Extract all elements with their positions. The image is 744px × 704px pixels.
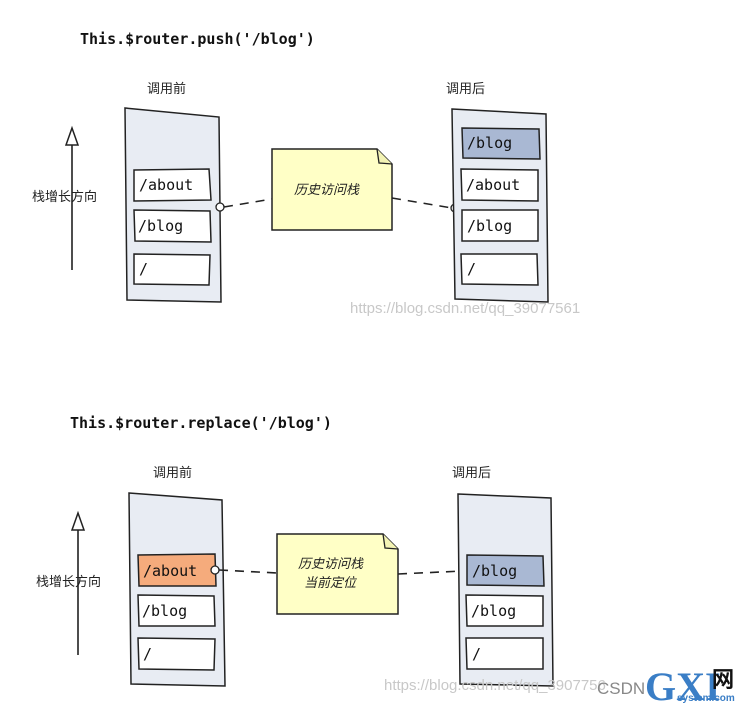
bottom-note-line-1: 历史访问栈 [298, 557, 364, 572]
top-before-slot-3-label: / [139, 260, 148, 278]
top-note-text: 历史访问栈 [294, 183, 360, 198]
top-after-slot-4-label: / [467, 260, 476, 278]
top-after-slot-1-label: /blog [467, 134, 512, 152]
bottom-left-connector-dot [210, 565, 220, 575]
top-before-slot-1-label: /about [139, 176, 193, 194]
top-left-connector-dot [215, 202, 225, 212]
bottom-before-slot-3: / [137, 637, 216, 671]
top-before-slot-3: / [133, 253, 211, 286]
bottom-note-line-2: 当前定位 [304, 575, 358, 591]
top-axis-label: 栈增长方向 [32, 189, 97, 205]
gxi-logo-text: GXI [645, 664, 721, 704]
bottom-note: 历史访问栈 当前定位 [276, 533, 399, 615]
bottom-before-slot-2: /blog [137, 594, 216, 627]
top-after-slot-2-label: /about [466, 176, 520, 194]
bottom-left-connector [218, 569, 278, 574]
top-before-label: 调用前 [147, 81, 186, 97]
bottom-after-slot-3-label: / [472, 645, 481, 663]
top-code-title: This.$router.push('/blog') [80, 30, 315, 48]
top-before-slot-1: /about [133, 168, 212, 202]
top-after-label: 调用后 [446, 82, 485, 97]
bottom-after-slot-3: / [465, 637, 544, 670]
top-after-slot-3: /blog [461, 209, 539, 242]
top-after-slot-2: /about [460, 168, 539, 202]
top-growth-arrow [64, 125, 80, 270]
bottom-before-label: 调用前 [153, 465, 192, 481]
bottom-after-slot-1: /blog [466, 554, 545, 587]
watermark-csdn: CSDN [597, 679, 645, 698]
top-right-connector [391, 197, 453, 209]
bottom-before-slot-1: /about [137, 553, 217, 587]
gxi-logo-site: system.com [677, 693, 735, 704]
bottom-after-label: 调用后 [452, 466, 491, 481]
gxi-logo-net: 网 [712, 668, 734, 693]
bottom-before-slot-2-label: /blog [142, 602, 187, 620]
top-after-slot-4: / [460, 253, 539, 286]
top-before-slot-2: /blog [133, 209, 212, 243]
top-after-slot-1: /blog [461, 127, 541, 160]
watermark-url-top: https://blog.csdn.net/qq_39077561 [350, 300, 580, 317]
bottom-before-slot-3-label: / [143, 645, 152, 663]
bottom-after-slot-1-label: /blog [472, 562, 517, 580]
bottom-growth-arrow [70, 510, 86, 655]
bottom-code-title: This.$router.replace('/blog') [70, 414, 332, 432]
top-before-slot-2-label: /blog [138, 217, 183, 235]
bottom-after-slot-2-label: /blog [471, 602, 516, 620]
watermark-url-bottom: https://blog.csdn.net/qq_3907756 [384, 677, 606, 694]
top-after-slot-3-label: /blog [467, 217, 512, 235]
top-note: 历史访问栈 [271, 148, 393, 231]
bottom-axis-label: 栈增长方向 [36, 574, 101, 590]
top-left-connector [223, 198, 273, 208]
bottom-before-slot-1-label: /about [143, 562, 197, 580]
bottom-right-connector [397, 570, 464, 575]
bottom-after-slot-2: /blog [465, 594, 544, 627]
